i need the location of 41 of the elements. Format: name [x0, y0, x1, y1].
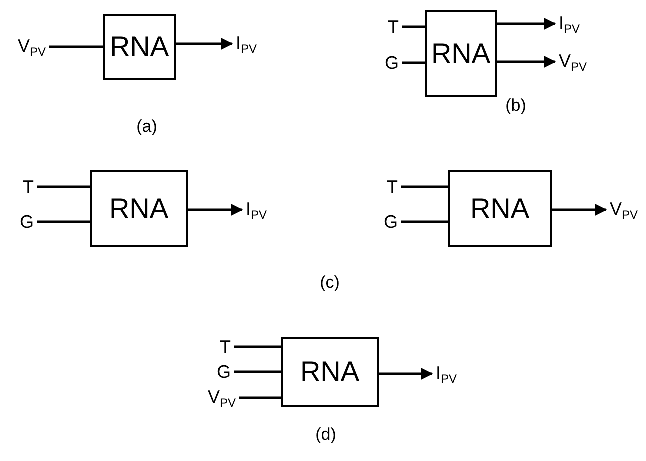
signal-label: V$_{PV}$ — [18, 36, 46, 58]
panel-label: (a) — [136, 117, 158, 137]
signal-label: T — [387, 178, 398, 196]
input-line — [401, 186, 448, 188]
signal-label: I$_{PV}$ — [236, 34, 258, 54]
arrow — [379, 368, 434, 380]
input-line — [49, 46, 103, 48]
panel-label: (c) — [320, 273, 340, 293]
input-line — [239, 396, 281, 400]
signal-label: T — [388, 18, 399, 36]
arrow — [497, 18, 556, 30]
panel-label: (b) — [506, 96, 526, 116]
input-line — [402, 26, 425, 28]
signal-label: I$_{PV}$ — [246, 200, 268, 220]
signal-label: I$_{PV}$ — [436, 364, 458, 384]
arrow — [176, 38, 234, 50]
arrow — [188, 204, 244, 216]
process-box: RNA — [103, 14, 176, 80]
input-line — [234, 370, 281, 374]
signal-label: V$_{PV}$ — [208, 388, 236, 408]
signal-label: G — [216, 363, 231, 381]
signal-label: G — [384, 54, 399, 72]
arrow — [497, 56, 556, 68]
signal-label: T — [220, 338, 231, 356]
panel-label: (d) — [316, 425, 336, 445]
process-box: RNA — [281, 337, 379, 407]
signal-label: V$_{PV}$ — [610, 200, 638, 220]
input-line — [402, 62, 425, 64]
input-line — [37, 186, 90, 188]
process-box: RNA — [448, 170, 552, 247]
input-line — [401, 220, 448, 224]
process-box: RNA — [425, 10, 497, 97]
input-line — [234, 346, 281, 348]
signal-label: V$_{PV}$ — [559, 52, 588, 72]
arrow — [552, 204, 608, 216]
signal-label: T — [23, 178, 34, 196]
input-line — [37, 220, 90, 224]
signal-label: I$_{PV}$ — [559, 14, 580, 34]
process-box: RNA — [90, 170, 188, 247]
signal-label: G — [384, 213, 398, 231]
signal-label: G — [20, 213, 34, 231]
